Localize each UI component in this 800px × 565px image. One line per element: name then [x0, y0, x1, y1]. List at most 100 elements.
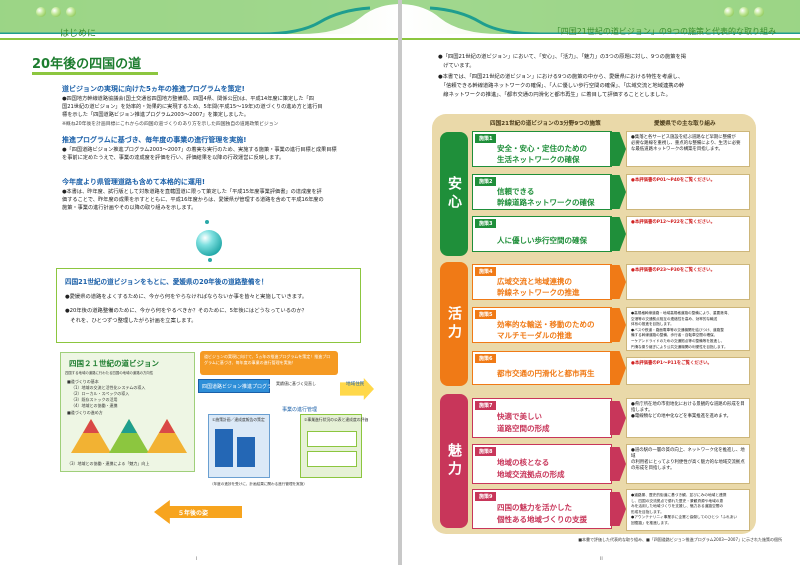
section-band-miryoku: 魅力	[440, 394, 468, 528]
left-page-number: i	[196, 556, 198, 562]
detail-line: 必要な路線を重視し、重点的な整備により、生活に必要	[631, 141, 741, 146]
measure-title: 信頼できる	[497, 187, 535, 196]
vision-title: 四国２１世紀の道ビジョン	[69, 359, 159, 368]
plan-block	[237, 437, 255, 467]
measure-tag: 施策5	[475, 310, 497, 319]
section-3-line: 価することで、昨年度の成果を示すとともに、平成16年度からは、愛媛県が管理する道…	[62, 197, 324, 203]
measure-title: 効率的な輸送・移動のための	[497, 320, 595, 329]
five-year-label: ５年後の姿	[178, 510, 209, 517]
detail-line: ーケアンドライドのための交通拠点等の整備等を推進し、	[631, 338, 725, 343]
measure-detail: ●本評価書のP1〜P11をご覧ください。	[626, 357, 750, 385]
title-underline	[32, 72, 158, 75]
column-header-left: 四国21世紀の道ビジョンの3分野9つの施策	[490, 121, 601, 127]
connector-dot	[205, 220, 209, 224]
measure-arrow	[610, 265, 626, 299]
section-1-line: 標を示した「四国道路ビジョン推進プログラム2003〜2007」を策定しました。	[62, 112, 250, 118]
ehime-plan-line: ●20年後の道路整備のために、今から何をやるべきか？そのために、5年後にはどうな…	[65, 308, 307, 314]
measure-tag: 施策4	[475, 267, 497, 276]
measure-title: 快適で美しい	[497, 412, 542, 421]
measure-detail: ●本評価書のP23〜P30をご覧ください。	[626, 264, 750, 300]
measure-title: 安全・安心・定住のための	[497, 144, 587, 153]
section-band-katsuryoku: 活力	[440, 262, 468, 386]
detail-line: の利用者にとってより利便性が高く魅力的な地域交流拠点	[631, 460, 745, 465]
section-3-line: 施策・事業の進行計画やその以降の取り組みを示します。	[62, 205, 197, 211]
detail-line: 形成を目指します。	[631, 509, 664, 514]
detail-line: みを活用した地域づくりを支援し、魅力ある道路空間の	[631, 504, 724, 509]
detail-line: ●道の駅の一層の質の向上、ネットワーク化を推進し、地域	[631, 448, 745, 459]
measure-tag: 施策1	[475, 134, 497, 143]
section-heading-1: 道ビジョンの実現に向けた5ヵ年の推進プログラムを策定!	[62, 85, 245, 93]
detail-line: ●電線類などの地中化などを事業推進を進めます。	[631, 414, 731, 419]
legend-note: ■本書で評価した代表的な取り組み、■「四国道路ビジョン推進プログラム2003〜2…	[578, 537, 782, 542]
detail-line: 円滑な乗り継ぎにより公共交通機関の利便性を目指します。	[631, 344, 728, 349]
right-page-number: ii	[600, 556, 603, 562]
intro-line: 線ネットワークの推進」、「都市交通の円滑化と都市再生」に着目して評価することとし…	[438, 92, 671, 98]
section-label: 魅力	[446, 443, 462, 479]
vision-item: （2）ローカル・スペックの導入	[71, 391, 130, 396]
section-heading-3: 今年度より県管理道路も含めて本格的に運用!	[62, 178, 206, 186]
section-1-line: 国21世紀の道ビジョン」を効率的・効果的に実現するため、5年間(平成15〜19年…	[62, 104, 323, 110]
process-label: （年度の進捗を受けに、計画結果に関わる進行管理を実施）	[210, 482, 307, 486]
right-page: 「四国21世紀の道ビジョン」の9つの施策と代表的な取り組み ●「四国21世紀の道…	[402, 0, 800, 565]
measure-title: 幹線道路ネットワークの確保	[497, 198, 595, 207]
ehime-plan-line: それを、ひとつずつ整理したがら計画を立案します。	[65, 318, 197, 324]
measure-title: 広域交流と地域連携の	[497, 277, 572, 286]
program-box: 四国道路ビジョン推進プログラム	[198, 379, 277, 393]
vision-callout-text: 道ビジョンの実現に向けて、5ヵ年の推進プログラムを策定！推進プログラムに基づき、…	[204, 354, 331, 365]
vision-item: （3）既存ストックの活用	[71, 397, 118, 402]
detail-line: ●アウンテナリニィ事業手に企業と協働してのひとつ「ふれあい	[631, 515, 738, 520]
detail-line: ●高規格幹線道路・地域高規格道路の整備により、重要港湾、	[631, 311, 731, 315]
ehime-plan-box: 四国21世紀の道ビジョンをもとに、愛媛県の20年後の道路整備を！ ●愛媛県の道路…	[56, 268, 361, 343]
measure-tag: 施策2	[475, 177, 497, 186]
measure-title: 生活ネットワークの確保	[497, 155, 580, 164]
measure-title: 道路空間の形成	[497, 424, 550, 433]
plan-panel: ①施策計画／達成度報告の策定	[208, 414, 270, 478]
measure-tag: 施策7	[475, 401, 497, 410]
section-heading-2: 推進プログラムに基づき、毎年度の事業の進行管理を実施!	[62, 136, 247, 144]
measure-title: 個性ある地域づくりの支援	[497, 515, 587, 524]
detail-line: 体系の推進を目指します。	[631, 322, 674, 327]
measure-title: 幹線ネットワークの推進	[497, 288, 580, 297]
measure-arrow	[610, 132, 626, 166]
vision-callout: 道ビジョンの実現に向けて、5ヵ年の推進プログラムを策定！推進プログラムに基づき、…	[200, 351, 338, 375]
measure-tag: 施策3	[475, 219, 497, 228]
section-label: 安心	[446, 176, 462, 212]
plan-block	[215, 429, 233, 467]
measure-tag: 施策8	[475, 447, 497, 456]
right-header-graphic	[402, 0, 800, 34]
intro-line: 「信頼できる幹線道路ネットワークの確保」、「人に優しい歩行空間の確保」、「広域交…	[438, 83, 685, 89]
program-title: 四国道路ビジョン推進プログラム	[202, 384, 277, 390]
detail-line: ●本評価書のP23〜P30をご覧ください。	[631, 268, 715, 273]
measure-detail: ●県庁所在地の市街地化における景観的な道路の形成を目指します。●電線類などの地中…	[626, 398, 750, 438]
measure-title: 人に優しい歩行空間の確保	[497, 236, 587, 245]
measure-detail: ●道路景、歴史的街道に基づき観、並びにみの地域と連携し、四国の交流拠点で優れた歴…	[626, 489, 750, 531]
detail-line: ●道路景、歴史的街道に基づき観、並びにみの地域と連携	[631, 493, 727, 497]
vision-item: （4）地域との協働・連携	[71, 403, 118, 408]
measure-arrow	[610, 492, 626, 526]
measure-detail: ●高規格幹線道路・地域高規格道路の整備により、重要港湾、空港等の交通拠点相互の連…	[626, 307, 750, 351]
section-2-line: を事前に定めたうえで、事業の達成度を評価を行い、評価結果を以降の行政運営に反映し…	[62, 155, 285, 161]
vision-item: （1）地域の交流と活性化システムの導入	[71, 385, 146, 390]
vision-subtitle: 四国する地域の道路に行わたる四国の地域の道路の方向性	[65, 371, 154, 375]
section-1-line: ●四国地方幹線道路協議会(国土交通省四国地方整備局、四国4県、関係公団)は、平成…	[62, 96, 314, 102]
measure-arrow	[610, 217, 626, 251]
pyramid-caption: （3）地域との協働・連携による「魅力」向上	[67, 461, 150, 466]
column-header-right: 愛媛県での主な取り組み	[654, 121, 716, 127]
measure-arrow	[610, 175, 626, 209]
section-2-line: ●「四国道路ビジョン推進プログラム2003〜2007」の着実な実行のため、実施す…	[62, 147, 337, 153]
detail-line: 指します。	[631, 408, 653, 413]
detail-line: 空港等の交通拠点相互の連絡性を高め、効率的な輸送	[631, 316, 718, 321]
measure-detail: ●本評価書のP12〜P22をご覧ください。	[626, 216, 750, 252]
header-rule	[0, 38, 398, 40]
eval-panel: ②事業進行状況の公表と達成度の評価	[300, 414, 368, 478]
ehime-plan-heading: 四国21世紀の道ビジョンをもとに、愛媛県の20年後の道路整備を！	[65, 278, 268, 286]
detail-line: し、四国の交流拠点で優れた歴史・景観資源や地域の恵	[631, 498, 724, 503]
eval-label: ②事業進行状況の公表と達成度の評価	[304, 417, 369, 422]
ehime-plan-line: ●愛媛県の道路をよくするために、今から何をやらなければならないか事を皆々と実施し…	[65, 294, 308, 300]
section-3-line: ●本書は、昨年度、試行版として対象道路を直轄国道に限って策定した「平成15年度事…	[62, 189, 322, 195]
